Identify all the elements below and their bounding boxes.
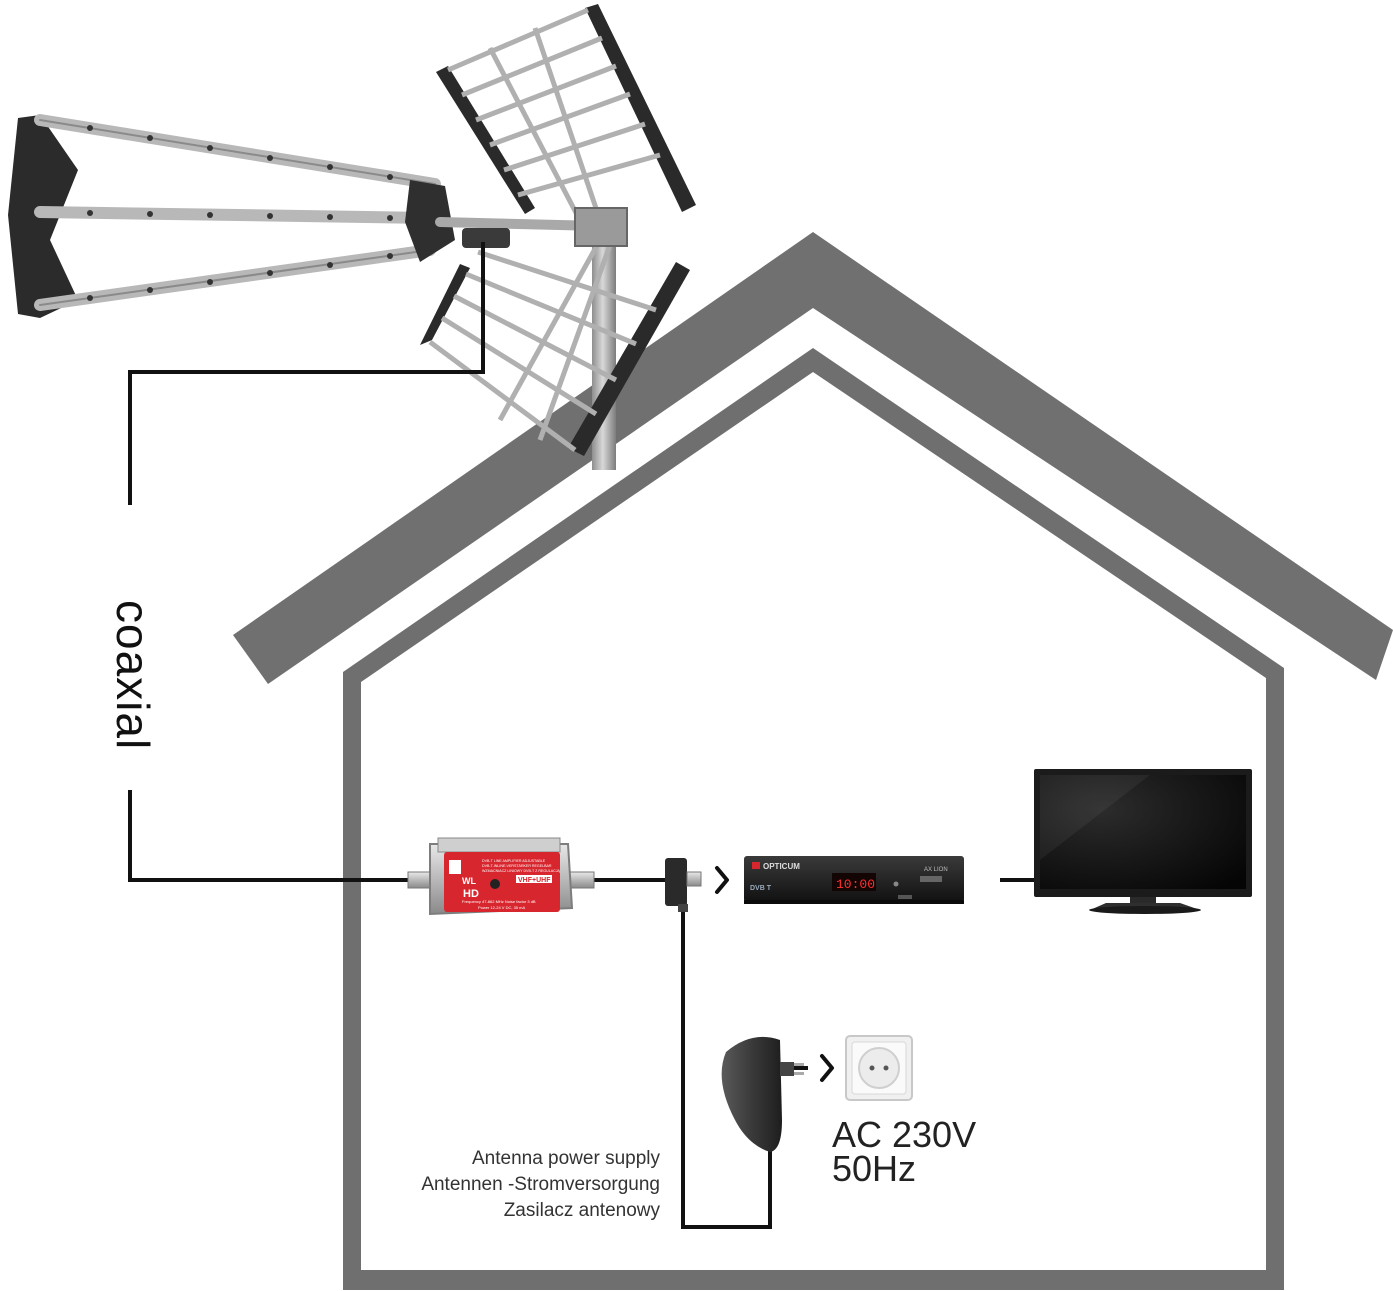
wall-socket-icon	[845, 1035, 913, 1101]
power-inserter	[665, 858, 702, 912]
antenna-balun	[462, 228, 510, 248]
coaxial-cable-label: coaxial	[107, 600, 159, 751]
mains-voltage: AC 230V	[832, 1114, 977, 1155]
antenna	[8, 4, 696, 470]
amplifier-band-label: VHF+UHF	[518, 877, 551, 884]
line-amplifier	[407, 837, 595, 916]
television	[1034, 769, 1252, 914]
amplifier-frequency-text: Frequency 47-862 MHz Noise factor 3 dB	[462, 899, 536, 904]
amplifier-header-line-2: DVB-T-INLINE-VERSTÄRKER REGELBAR	[482, 864, 552, 868]
amplifier-brand-badge: WL	[462, 876, 476, 886]
set-top-box-dvb-logo: DVB T	[750, 885, 772, 892]
set-top-box-display	[832, 873, 876, 891]
house-outline	[233, 232, 1393, 1290]
amplifier-hd-badge: HD	[463, 888, 479, 900]
mains-caption: AC 230V 50Hz	[832, 1114, 977, 1189]
power-supply-caption-en: Antenna power supply	[471, 1148, 660, 1169]
set-top-box-clock: 10:00	[836, 877, 875, 892]
antenna-uhf-upper-panel	[436, 4, 696, 232]
power-supply-caption: Antenna power supply Antennen -Stromvers…	[330, 1146, 660, 1224]
antenna-vhf-section	[8, 114, 605, 318]
roof	[233, 232, 1393, 684]
connection-arrow-icon	[715, 866, 729, 894]
antenna-uhf-lower-panel	[420, 238, 690, 456]
power-supply-caption-de: Antennen -Stromversorgung	[421, 1174, 660, 1195]
set-top-box-model: AX LION	[924, 867, 948, 873]
amplifier-power-text: Power 12-24 V DC, 35 mA	[478, 905, 525, 910]
amplifier-label-panel	[444, 852, 560, 912]
power-supply-adapter	[721, 1036, 804, 1152]
amplifier-header-line-1: DVB-T LINE AMPLIFIER ADJUSTABLE	[482, 859, 546, 863]
amplifier-header-line-3: WZMACNIACZ LINIOWY DVB-T Z REGULACJĄ	[482, 869, 561, 873]
mains-frequency: 50Hz	[832, 1148, 917, 1189]
plug-arrow-icon	[820, 1054, 834, 1082]
tv-screen	[1040, 775, 1246, 889]
coaxial-cable	[128, 242, 1050, 1229]
set-top-box	[744, 856, 964, 904]
power-supply-caption-pl: Zasilacz antenowy	[503, 1200, 660, 1221]
antenna-mount-clamp	[574, 207, 628, 247]
set-top-box-brand: OPTICUM	[763, 862, 800, 871]
